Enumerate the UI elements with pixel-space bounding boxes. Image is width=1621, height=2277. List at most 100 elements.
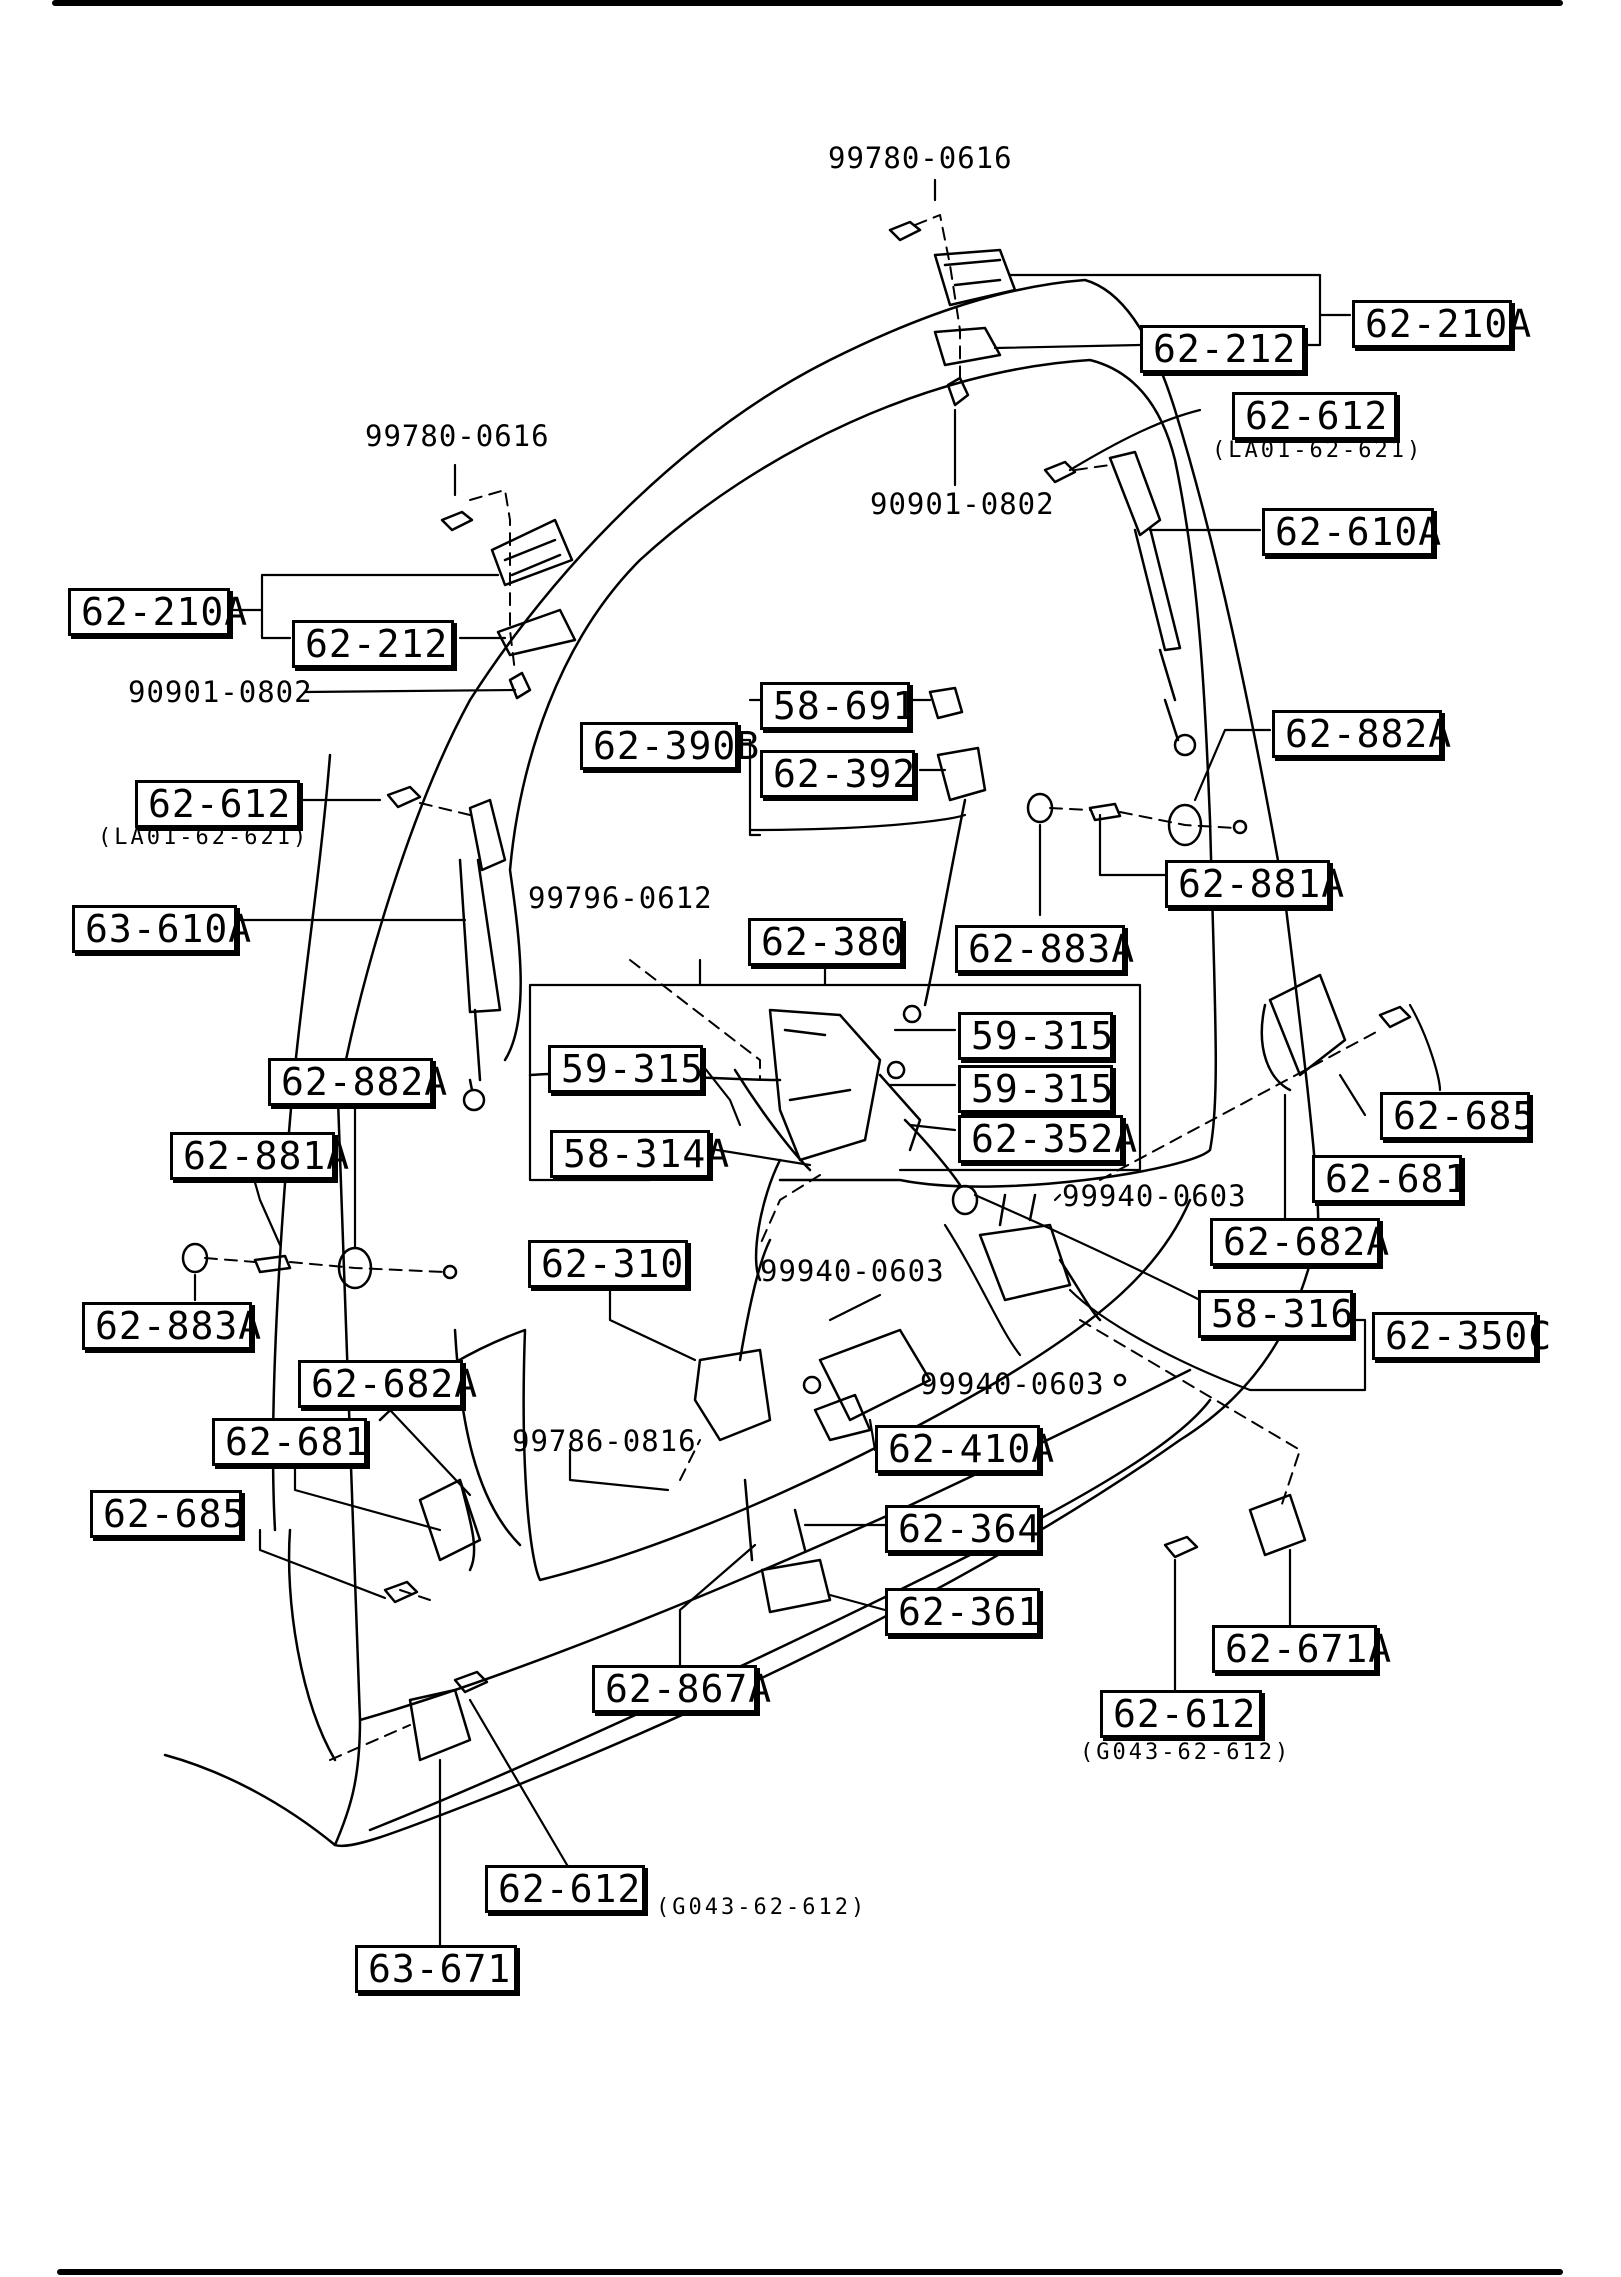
part-label-62-410A: 62-410A (875, 1425, 1054, 1473)
bolt-label-99940-a: 99940-0603 (1062, 1179, 1247, 1213)
part-label-62-883A-left: 62-883A (82, 1302, 261, 1350)
hole-1 (1232, 819, 1248, 835)
grommet-left (181, 1242, 209, 1274)
grommet-right (1026, 792, 1054, 824)
dash-bumper-right (1099, 1029, 1381, 1181)
leader-685-r (1408, 1003, 1442, 1092)
dash-strut-left (419, 802, 471, 816)
rod-assembly (886, 686, 987, 1216)
leader-99940-b (828, 1293, 882, 1322)
part-label-62-364: 62-364 (885, 1505, 1040, 1553)
leader-882a-r (1193, 728, 1272, 802)
dash-671 (329, 1724, 411, 1761)
hole-3 (1113, 1373, 1127, 1387)
strut-left (386, 785, 507, 1112)
dash-latch-310 (759, 1174, 821, 1246)
part-label-63-610A: 63-610A (72, 905, 251, 953)
part-label-62-612-b: 62-612 (1100, 1690, 1262, 1738)
part-label-58-691: 58-691 (760, 682, 915, 730)
dash-top-right (914, 214, 961, 379)
leader-361 (828, 1593, 887, 1612)
part-label-62-882A-left: 62-882A (268, 1058, 447, 1106)
bolt-label-99940-b: 99940-0603 (760, 1254, 945, 1288)
bolt-612-c (453, 1670, 489, 1694)
part-label-62-612-right: 62-612 (1232, 392, 1397, 440)
part-label-62-610A: 62-610A (1262, 508, 1441, 556)
part-label-62-612-left: 62-612 (135, 780, 300, 828)
leader-62352a (908, 1123, 957, 1132)
leader-380 (528, 953, 1142, 1182)
part-label-62-682A-right: 62-682A (1210, 1218, 1389, 1266)
bolt-867a (743, 1478, 754, 1562)
part-label-62-392: 62-392 (760, 750, 915, 798)
leader-681-r (1338, 1073, 1367, 1117)
bolt-label-90901-right: 90901-0802 (870, 487, 1055, 521)
part-label-62-310: 62-310 (528, 1240, 688, 1288)
leader-99786 (568, 1448, 670, 1492)
leader-612-c (468, 1698, 572, 1872)
part-label-63-671: 63-671 (355, 1945, 517, 1993)
leader-350c (1068, 1288, 1367, 1392)
part-label-59-315-a: 59-315 (958, 1012, 1113, 1060)
bumper-left (383, 1478, 482, 1604)
hinge-top-right (888, 220, 1017, 407)
part-label-59-315-c: 59-315 (958, 1065, 1113, 1113)
part-label-62-682A-left: 62-682A (298, 1360, 477, 1408)
part-label-62-612-c: 62-612 (485, 1865, 645, 1913)
bolt-881a-left (253, 1254, 292, 1274)
bolt-881a-right (1088, 802, 1122, 822)
leader-210a-r (1008, 273, 1352, 347)
bolt-label-99780-left: 99780-0616 (365, 419, 550, 453)
leader-212-r (993, 343, 1142, 350)
leader-390b (733, 698, 967, 837)
part-label-62-210A-left: 62-210A (68, 588, 247, 636)
note-la01-left: (LA01-62-621) (98, 825, 310, 850)
dash-stopper-left (204, 1257, 446, 1273)
latch-assembly (733, 1008, 922, 1282)
strut-right (1043, 450, 1197, 757)
dash-99786 (679, 1439, 701, 1481)
leader-410a (868, 1418, 877, 1452)
part-label-62-881A-right: 62-881A (1165, 860, 1344, 908)
dash-99796 (629, 959, 761, 1081)
part-label-62-350C: 62-350C (1372, 1312, 1551, 1360)
leader-99940-a (1053, 1193, 1062, 1202)
bolt-label-99940-c: 99940-0603 (920, 1367, 1105, 1401)
bracket-671 (408, 1688, 472, 1762)
part-label-62-883A-right: 62-883A (955, 925, 1134, 973)
part-label-62-681-right: 62-681 (1312, 1155, 1467, 1203)
leader-58316 (973, 1193, 1202, 1302)
bumper-right (1260, 973, 1412, 1092)
lower-panel-edge (358, 1368, 1192, 1722)
part-label-62-390B: 62-390B (580, 722, 759, 770)
hole-2 (442, 1264, 458, 1280)
part-label-62-210A-right: 62-210A (1352, 300, 1531, 348)
liftgate-outline (333, 278, 1320, 1848)
leader-58314a (703, 1146, 812, 1167)
dash-strut-right (1074, 464, 1111, 471)
part-label-59-315-b: 59-315 (548, 1045, 703, 1093)
note-la01-right: (LA01-62-621) (1212, 438, 1424, 463)
leader-99940-c (943, 1223, 1022, 1357)
part-label-62-671A: 62-671A (1212, 1625, 1391, 1673)
actuator-350c (978, 1193, 1102, 1322)
leader-682a-l (388, 1408, 472, 1497)
bolt-label-99786: 99786-0816 (512, 1424, 697, 1458)
window-opening (503, 358, 1218, 1188)
leader-881a-r (1098, 813, 1167, 877)
latch-310 (693, 1238, 772, 1442)
dash-actuator (1079, 1319, 1301, 1511)
part-label-62-212-right: 62-212 (1140, 325, 1305, 373)
hinge-top-left (440, 510, 577, 700)
dash-top-left (469, 489, 516, 673)
switch-410a (802, 1328, 932, 1442)
part-label-62-685-left: 62-685 (90, 1490, 245, 1538)
part-label-62-685-right: 62-685 (1380, 1092, 1535, 1140)
part-label-62-352A: 62-352A (958, 1115, 1137, 1163)
bolt-label-99796: 99796-0612 (528, 881, 713, 915)
note-g043-b: (G043-62-612) (1080, 1740, 1292, 1765)
part-label-62-867A: 62-867A (592, 1665, 771, 1713)
leader-210a-l (220, 573, 500, 640)
lower-panel (378, 1198, 1192, 1582)
